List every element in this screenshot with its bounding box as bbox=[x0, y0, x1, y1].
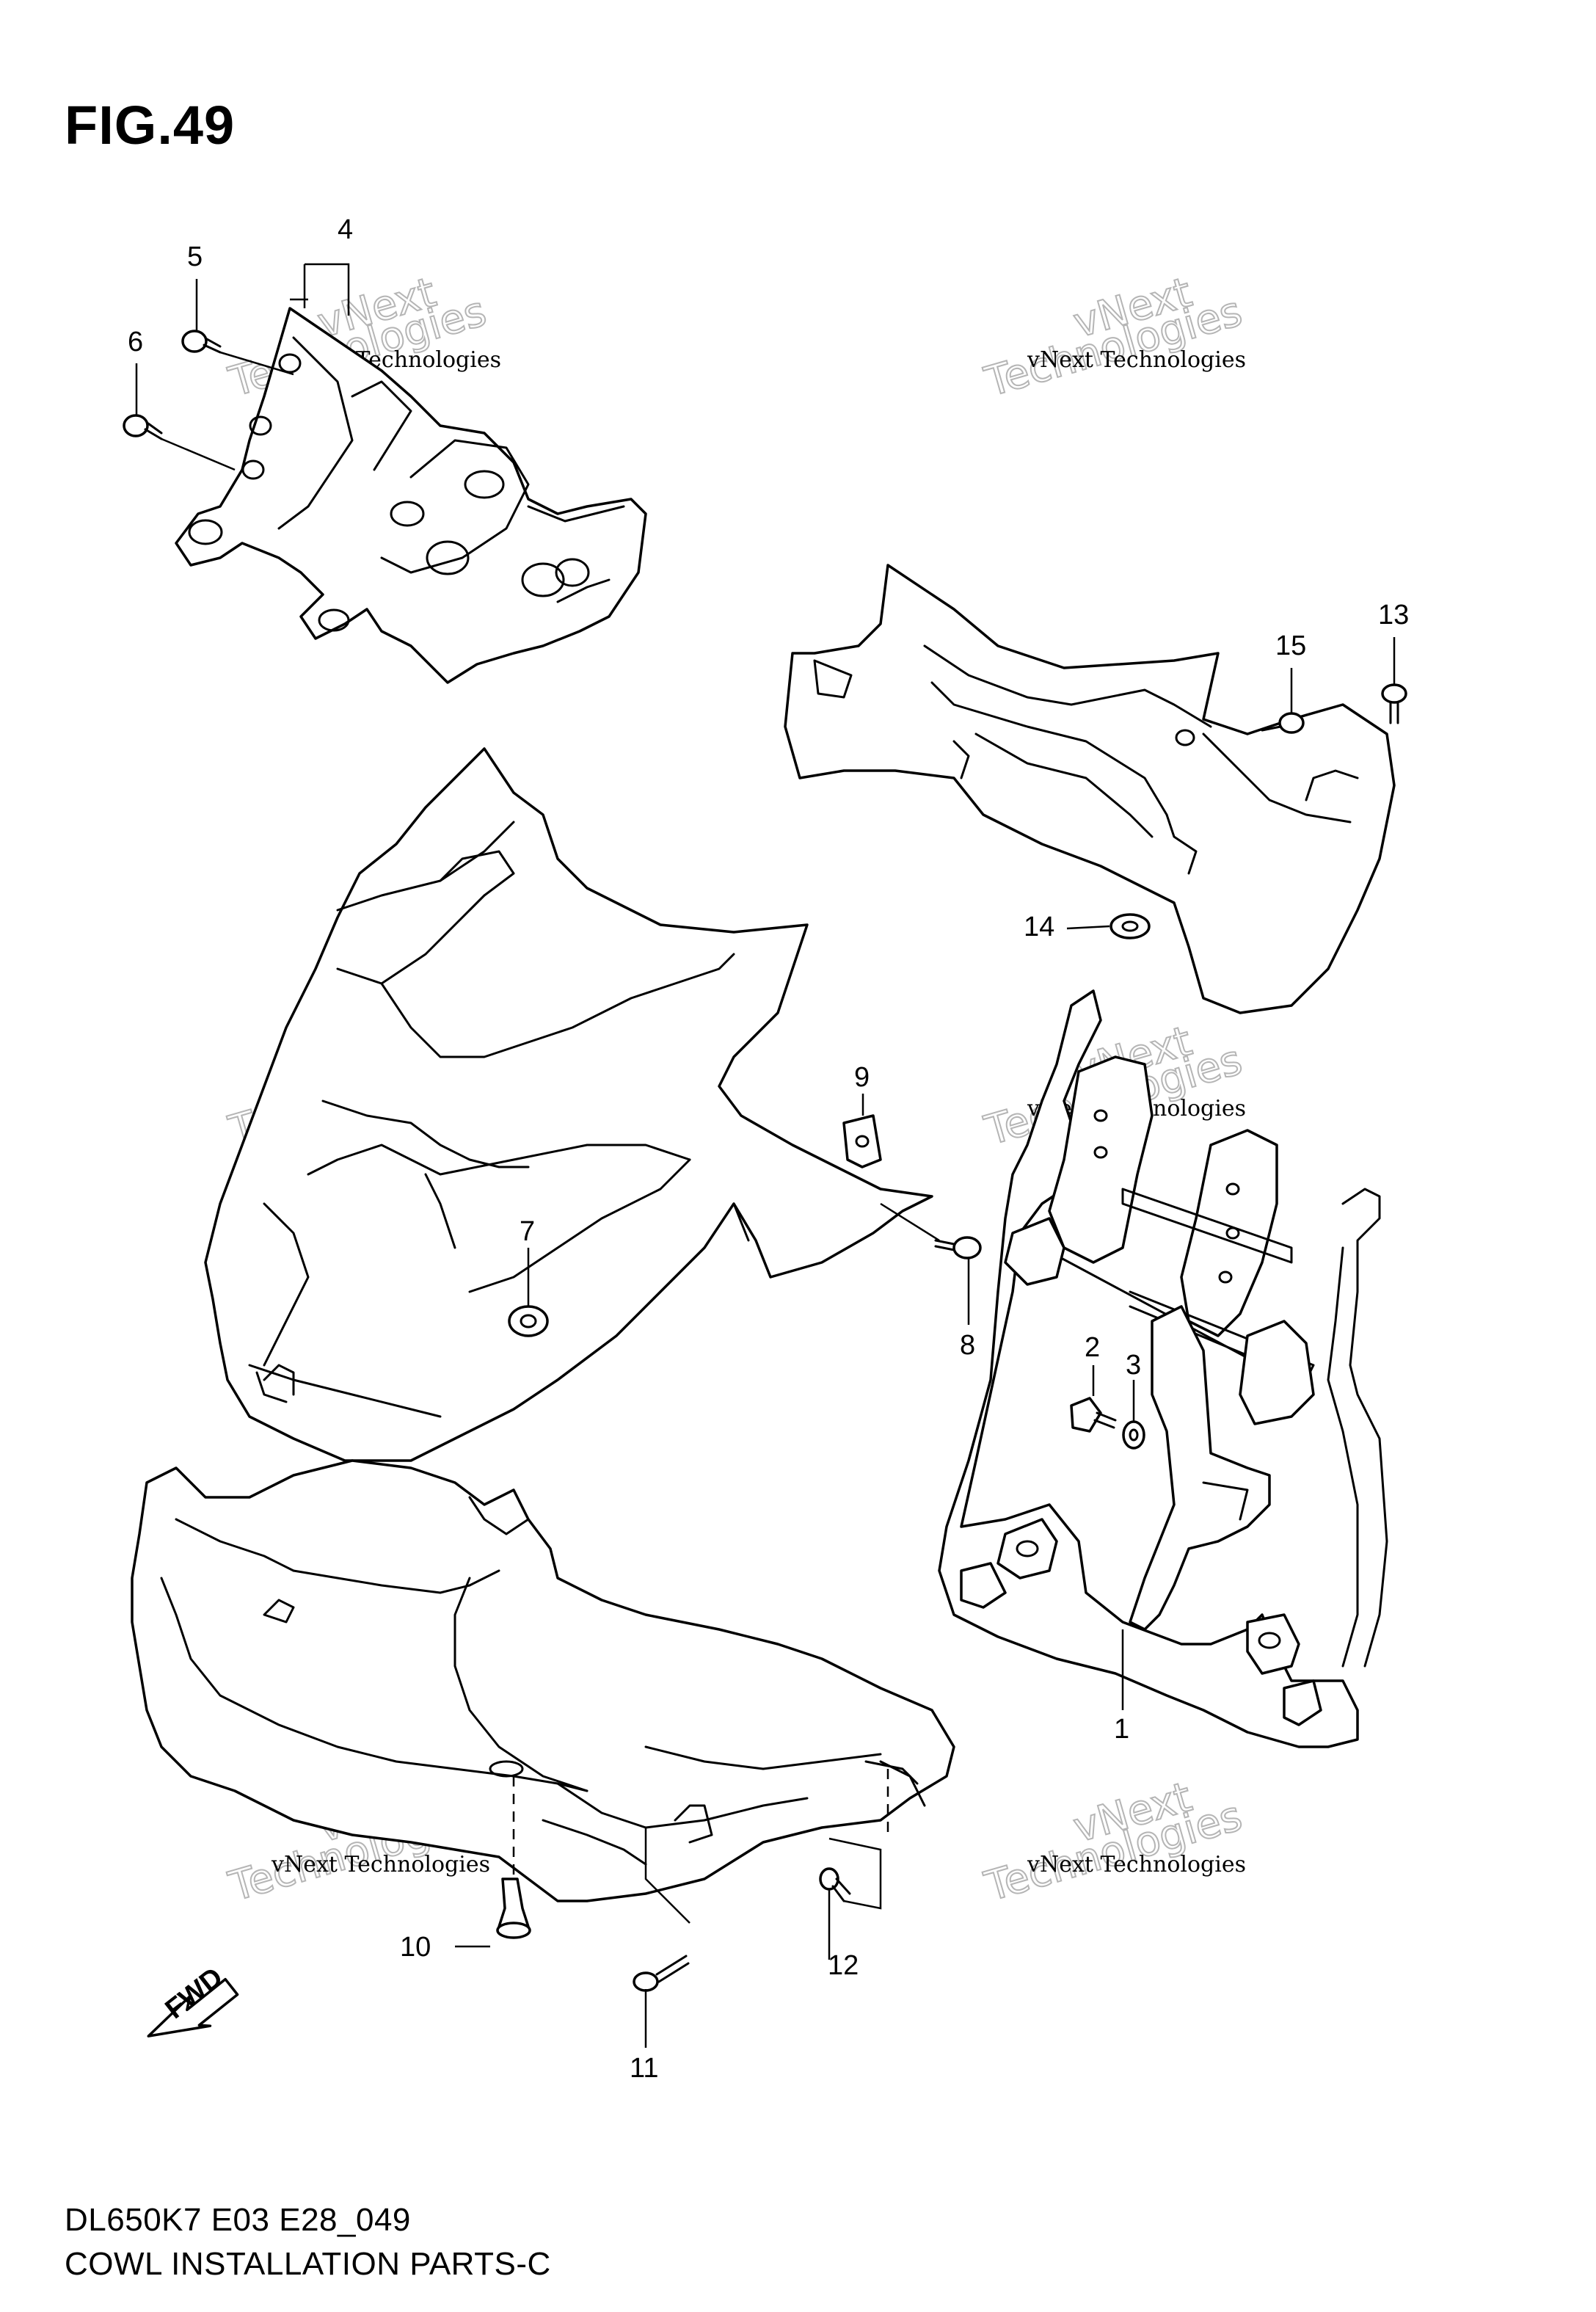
screw-11 bbox=[633, 1955, 690, 1992]
callout-3: 3 bbox=[1126, 1350, 1141, 1381]
callout-12: 12 bbox=[828, 1950, 859, 1981]
bolt-2 bbox=[1070, 1397, 1117, 1433]
leader-lines bbox=[135, 263, 1396, 2048]
callout-1: 1 bbox=[1114, 1714, 1129, 1745]
screw-6 bbox=[123, 414, 163, 440]
fastener-10 bbox=[496, 1877, 531, 1939]
clip-nut-9 bbox=[842, 1114, 882, 1168]
callout-9: 9 bbox=[854, 1062, 870, 1093]
svg-text:vNext Technologies: vNext Technologies bbox=[1027, 347, 1246, 373]
clip-15 bbox=[1261, 712, 1305, 734]
clip-12 bbox=[819, 1867, 851, 1902]
cowl-brace-part bbox=[938, 989, 1388, 1748]
callout-15: 15 bbox=[1275, 630, 1306, 661]
meter-bracket-part bbox=[175, 307, 647, 684]
washer-3 bbox=[1122, 1420, 1145, 1450]
callout-10: 10 bbox=[400, 1932, 431, 1963]
svg-text:vNext Technologies: vNext Technologies bbox=[271, 1852, 490, 1877]
screw-8 bbox=[934, 1236, 982, 1259]
callout-14: 14 bbox=[1024, 912, 1054, 942]
callout-5: 5 bbox=[187, 241, 203, 272]
callout-2: 2 bbox=[1085, 1332, 1100, 1363]
callout-8: 8 bbox=[960, 1330, 975, 1361]
forward-direction-arrow: FWD bbox=[147, 1962, 239, 2037]
inner-cowl-part bbox=[784, 564, 1396, 1014]
callout-labels: 4 5 6 13 15 14 9 7 8 2 3 1 10 12 11 bbox=[128, 214, 1409, 2084]
upper-cowl-part bbox=[204, 747, 933, 1462]
callout-4: 4 bbox=[338, 214, 353, 245]
callout-11: 11 bbox=[630, 2053, 658, 2084]
screw-5 bbox=[181, 330, 222, 354]
callout-13: 13 bbox=[1378, 600, 1409, 630]
diagram-code: DL650K7 E03 E28_049 bbox=[65, 2202, 411, 2238]
lower-cowl-part bbox=[131, 1459, 955, 1902]
watermark-bottom-right: vNext Technologies vNext Technologies bbox=[979, 1773, 1248, 1912]
callout-6: 6 bbox=[128, 327, 143, 357]
grommet-14 bbox=[1109, 913, 1151, 939]
callout-7: 7 bbox=[520, 1216, 535, 1247]
grommet-7 bbox=[508, 1305, 549, 1337]
watermark-top-right: vNext Technologies vNext Technologies bbox=[979, 268, 1248, 407]
diagram-caption: COWL INSTALLATION PARTS-C bbox=[65, 2246, 551, 2282]
screw-13 bbox=[1381, 683, 1407, 724]
figure-title: FIG.49 bbox=[65, 95, 236, 156]
svg-text:vNext Technologies: vNext Technologies bbox=[1027, 1852, 1246, 1877]
